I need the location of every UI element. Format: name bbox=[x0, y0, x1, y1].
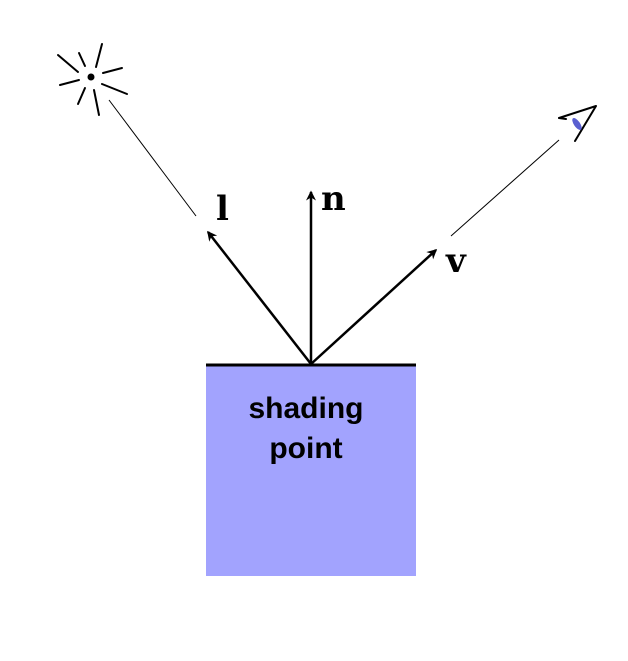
surface-label-line2: point bbox=[269, 432, 342, 465]
light-vector-label: l bbox=[216, 189, 229, 229]
eye-icon bbox=[558, 105, 597, 142]
view-vector-label: v bbox=[445, 241, 467, 281]
shading-point-surface bbox=[206, 365, 416, 576]
light-guide-line bbox=[108, 99, 197, 217]
normal-vector-label: n bbox=[321, 179, 346, 219]
view-vector-arrow bbox=[310, 248, 438, 365]
eye-guide-line bbox=[450, 139, 560, 237]
light-source-icon bbox=[57, 43, 128, 116]
light-vector-arrow bbox=[207, 230, 312, 365]
surface-label-line1: shading bbox=[248, 392, 363, 425]
